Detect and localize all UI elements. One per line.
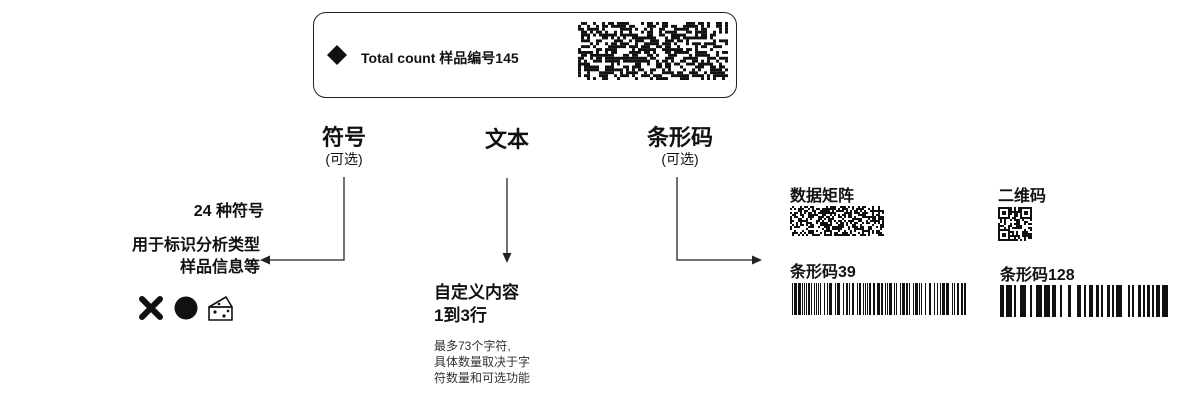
diamond-icon [327,45,347,65]
cross-icon [139,296,163,320]
symbol-icons [139,296,233,321]
text-note-line-1: 最多73个字符, [434,339,511,353]
barcode-connector [676,177,752,261]
label-preview-text: Total count 样品编号145 [361,50,519,66]
symbol-count-text: 24 种符号 [193,203,264,220]
symbol-description: 用于标识分析类型 样品信息等 [24,235,260,279]
symbol-description-line-2: 样品信息等 [179,259,260,276]
symbol-description-line-1: 用于标识分析类型 [131,237,260,254]
cheese-icon [208,296,233,321]
data-matrix-icon [578,22,728,80]
symbol-arrowhead [260,255,270,265]
barcode-section-subtitle: (可选) [661,151,699,167]
text-content-title: 自定义内容 [434,283,519,302]
code39-label: 条形码39 [790,264,856,281]
qr-code-icon [998,207,1032,241]
text-note-line-2: 具体数量取决于字 [434,355,531,369]
symbol-section-subtitle: (可选) [325,151,363,167]
text-section-title: 文本 [484,127,529,152]
text-character-note: 最多73个字符, 具体数量取决于字 符数量和可选功能 [434,338,584,386]
symbol-section-title: 符号 [321,125,366,150]
text-lines-range: 1到3行 [434,306,487,325]
data-matrix-sample-icon [790,206,884,236]
qr-code-label: 二维码 [998,188,1047,205]
code128-barcode-icon [1000,285,1168,317]
text-note-line-3: 符数量和可选功能 [434,371,531,385]
code39-barcode-icon [792,283,966,315]
label-preview-box [313,12,737,98]
data-matrix-label: 数据矩阵 [790,188,855,205]
code128-label: 条形码128 [1000,267,1075,284]
text-arrowhead [502,253,512,263]
barcode-arrowhead [752,255,762,265]
symbol-connector [268,177,345,261]
circle-icon [174,296,198,320]
barcode-section-title: 条形码 [646,125,713,150]
